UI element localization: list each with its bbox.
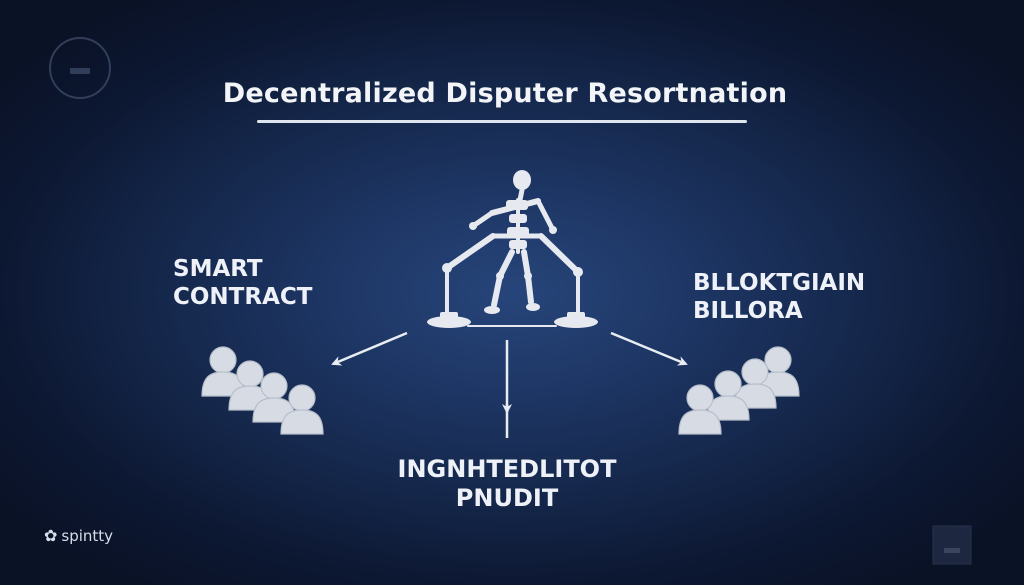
arrow-to-smart-contract bbox=[331, 331, 408, 366]
arrow-to-blockchain bbox=[610, 331, 688, 366]
gear-icon: ✿ bbox=[44, 526, 58, 545]
label-smart-contract: SMART CONTRACT bbox=[173, 256, 312, 311]
label-line: SMART bbox=[173, 256, 263, 282]
label-line: CONTRACT bbox=[173, 283, 313, 310]
label-line: BILLORA bbox=[693, 297, 803, 324]
label-line: PNUDIT bbox=[455, 483, 559, 512]
arrows bbox=[331, 331, 688, 438]
page-title: Decentralized Disputer Resortnation bbox=[222, 78, 788, 109]
label-line: BLLOKTGIAIN bbox=[693, 270, 866, 296]
brand-name: spintty bbox=[61, 526, 114, 545]
title-underline bbox=[257, 120, 747, 123]
badge-icon bbox=[49, 37, 111, 99]
label-blockchain: BLLOKTGIAIN BILLORA bbox=[693, 270, 865, 325]
users-icon-left bbox=[201, 346, 324, 435]
label-line: INGNHTEDLITOT bbox=[397, 455, 617, 483]
brand-logo: ✿ spintty bbox=[44, 526, 113, 545]
users-icon-right bbox=[678, 346, 800, 435]
label-audit: INGNHTEDLITOT PNUDIT bbox=[0, 455, 1014, 513]
robot-figure-icon bbox=[427, 170, 598, 328]
watermark-icon bbox=[932, 525, 972, 565]
